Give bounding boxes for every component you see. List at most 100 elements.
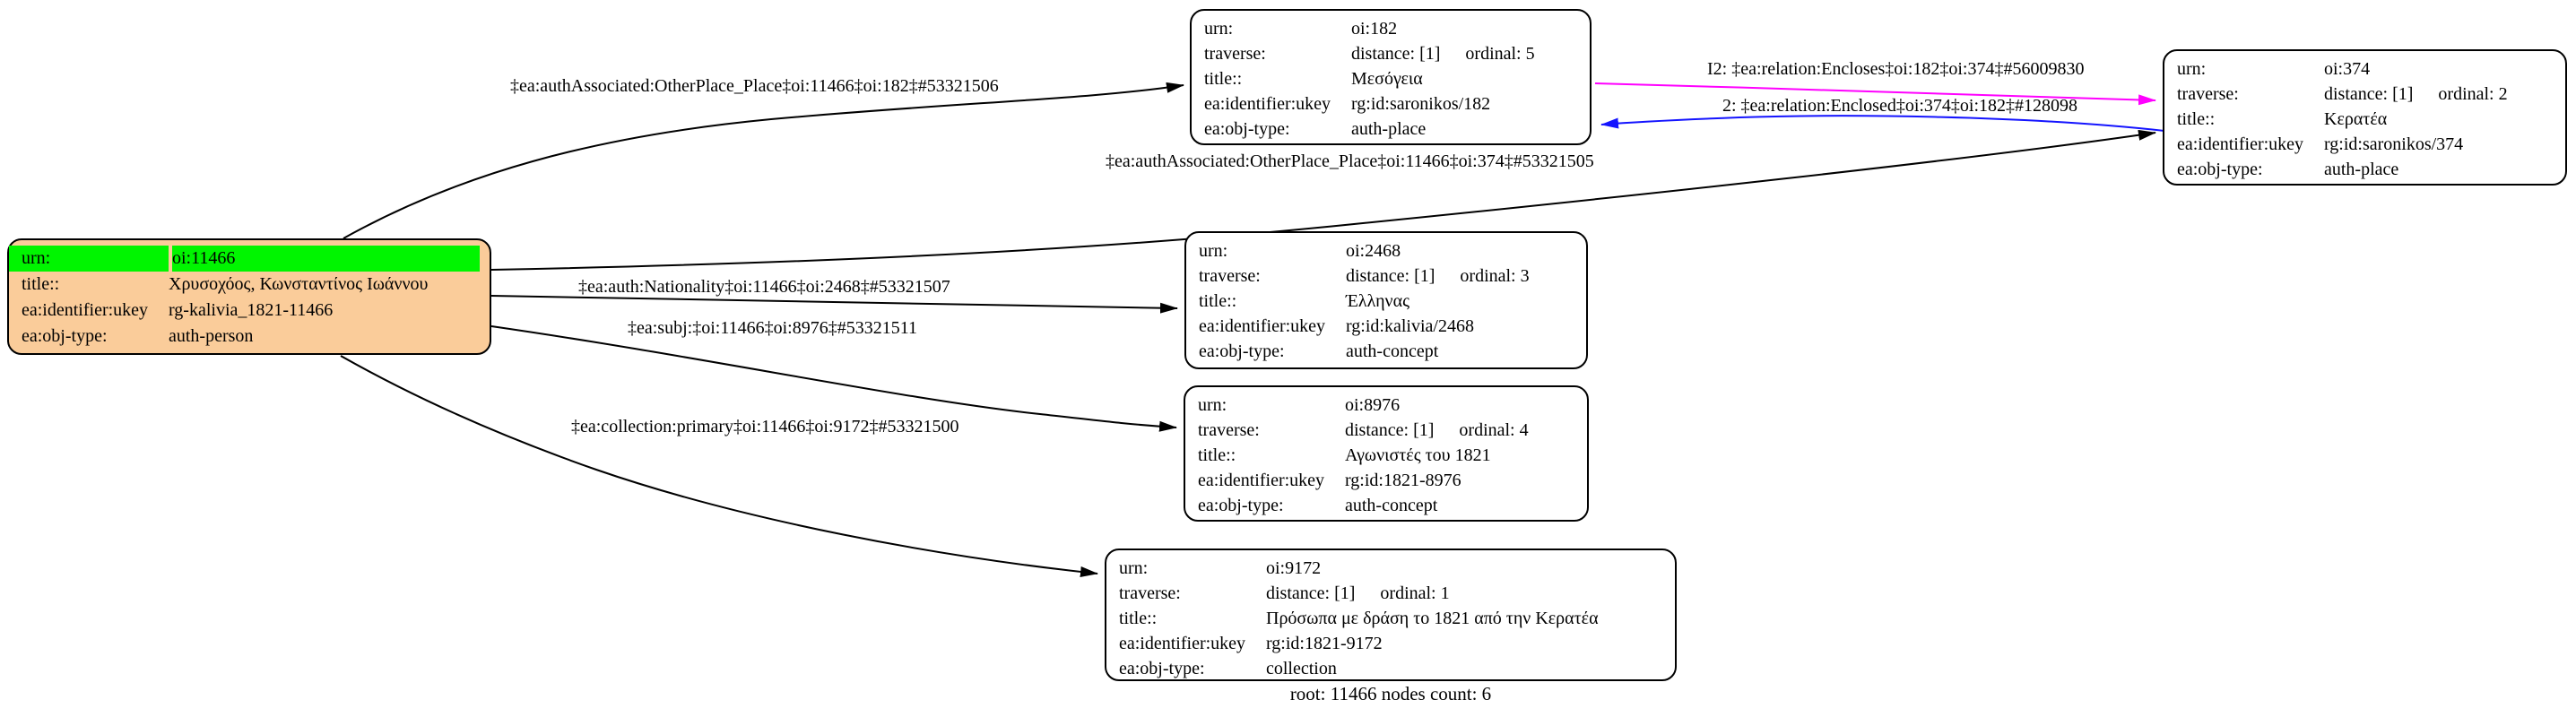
row-value: Αγωνιστές του 1821 [1345, 445, 1491, 465]
node-row: ea:obj-type: collection [1106, 656, 1675, 681]
row-value: auth-concept [1346, 341, 1439, 361]
row-value: Κερατέα [2324, 109, 2388, 129]
row-value: Μεσόγεια [1351, 69, 1423, 89]
node-row: ea:obj-type: auth-concept [1186, 339, 1586, 364]
node-oi-8976[interactable]: urn: oi:8976 traverse: distance: [1] ord… [1184, 385, 1589, 522]
edge-label-collection: ‡ea:collection:primary‡oi:11466‡oi:9172‡… [571, 417, 959, 436]
row-value: oi:2468 [1346, 241, 1401, 261]
node-row: urn: oi:374 [2164, 56, 2565, 82]
row-key: ea:obj-type: [1198, 496, 1284, 515]
row-value: distance: [1] [1346, 266, 1435, 286]
row-key: title:: [1119, 609, 1158, 628]
node-row: urn: oi:182 [1192, 16, 1590, 41]
row-value: auth-place [2324, 160, 2399, 179]
row-value: distance: [1] [1266, 583, 1356, 603]
edge-nationality [490, 295, 1178, 314]
node-row: ea:identifier:ukey rg:id:1821-8976 [1185, 468, 1587, 493]
row-value: oi:11466 [172, 246, 480, 272]
row-key: ea:obj-type: [2177, 160, 2263, 179]
row-value: rg:id:saronikos/182 [1351, 94, 1491, 114]
node-row: urn: oi:9172 [1106, 556, 1675, 581]
edge-label-enclosed: 2: ‡ea:relation:Enclosed‡oi:374‡oi:182‡#… [1722, 96, 2078, 116]
row-value: oi:374 [2324, 59, 2371, 79]
row-value: distance: [1] [2324, 84, 2414, 104]
edge-label-subj: ‡ea:subj:‡oi:11466‡oi:8976‡#53321511 [628, 318, 917, 338]
row-key: urn: [2177, 59, 2207, 79]
row-value: rg:id:1821-9172 [1266, 634, 1383, 653]
node-row: title:: Έλληνας [1186, 289, 1586, 314]
node-row: ea:identifier:ukey rg:id:1821-9172 [1106, 631, 1675, 656]
row-key: ea:identifier:ukey [1204, 94, 1331, 114]
row-key: ea:identifier:ukey [1199, 316, 1326, 336]
row-key: traverse: [1199, 266, 1261, 286]
row-value-ordinal: ordinal: 2 [2438, 84, 2508, 104]
edge-encloses [1594, 82, 2156, 106]
node-row: ea:obj-type: auth-place [1192, 117, 1590, 142]
row-key: title:: [1198, 445, 1236, 465]
node-row: urn: oi:8976 [1185, 393, 1587, 418]
node-oi-2468[interactable]: urn: oi:2468 traverse: distance: [1] ord… [1184, 231, 1588, 369]
node-row: ea:identifier:ukey rg:id:saronikos/182 [1192, 91, 1590, 117]
node-row: ea:obj-type: auth-place [2164, 157, 2565, 182]
edge-enclosed [1600, 115, 2165, 132]
node-row: traverse: distance: [1] ordinal: 5 [1192, 41, 1590, 66]
edge-assoc-182 [343, 82, 1184, 239]
row-value-ordinal: ordinal: 1 [1380, 583, 1450, 603]
row-key: title:: [1199, 291, 1237, 311]
row-key: title:: [1204, 69, 1243, 89]
edge-label-encloses: I2: ‡ea:relation:Encloses‡oi:182‡oi:374‡… [1707, 59, 2085, 79]
row-value-ordinal: ordinal: 5 [1465, 44, 1535, 64]
row-value: Έλληνας [1346, 291, 1409, 311]
node-row: ea:identifier:ukey rg:id:saronikos/374 [2164, 132, 2565, 157]
row-value: oi:182 [1351, 19, 1398, 39]
node-row: title:: Αγωνιστές του 1821 [1185, 443, 1587, 468]
row-key: ea:obj-type: [1204, 119, 1290, 139]
graph-caption: root: 11466 nodes count: 6 [1289, 683, 1492, 704]
node-oi-11466[interactable]: urn: oi:11466 title:: Χρυσοχόος, Κωνσταν… [7, 238, 491, 355]
row-value: auth-person [169, 326, 254, 346]
row-value: distance: [1] [1351, 44, 1441, 64]
node-row: urn: oi:2468 [1186, 238, 1586, 263]
row-value: rg-kalivia_1821-11466 [169, 300, 334, 320]
edge-label-nationality: ‡ea:auth:Nationality‡oi:11466‡oi:2468‡#5… [578, 277, 950, 297]
node-row: traverse: distance: [1] ordinal: 2 [2164, 82, 2565, 107]
node-row: traverse: distance: [1] ordinal: 1 [1106, 581, 1675, 606]
row-value: oi:8976 [1345, 395, 1401, 415]
row-key: traverse: [1204, 44, 1266, 64]
node-row: traverse: distance: [1] ordinal: 3 [1186, 263, 1586, 289]
edge-subj [490, 325, 1177, 432]
row-key: urn: [1204, 19, 1234, 39]
node-row: ea:obj-type: auth-concept [1185, 493, 1587, 518]
node-row: urn: oi:11466 [9, 246, 490, 272]
row-key: ea:obj-type: [1119, 659, 1205, 678]
row-value: rg:id:saronikos/374 [2324, 134, 2464, 154]
node-row: title:: Πρόσωπα με δράση το 1821 από την… [1106, 606, 1675, 631]
node-row: title:: Κερατέα [2164, 107, 2565, 132]
row-key: traverse: [2177, 84, 2239, 104]
row-value-ordinal: ordinal: 3 [1460, 266, 1530, 286]
row-key: urn: [9, 246, 169, 272]
node-row: traverse: distance: [1] ordinal: 4 [1185, 418, 1587, 443]
node-oi-182[interactable]: urn: oi:182 traverse: distance: [1] ordi… [1190, 9, 1592, 145]
row-value: oi:9172 [1266, 558, 1322, 578]
node-oi-374[interactable]: urn: oi:374 traverse: distance: [1] ordi… [2163, 49, 2567, 186]
node-oi-9172[interactable]: urn: oi:9172 traverse: distance: [1] ord… [1105, 549, 1677, 681]
row-value-ordinal: ordinal: 4 [1459, 420, 1529, 440]
row-value: distance: [1] [1345, 420, 1435, 440]
node-row: ea:identifier:ukey rg-kalivia_1821-11466 [9, 298, 490, 324]
row-key: urn: [1119, 558, 1149, 578]
node-row: title:: Χρυσοχόος, Κωνσταντίνος Ιωάννου [9, 272, 490, 298]
row-key: urn: [1198, 395, 1227, 415]
edge-label-assoc-182: ‡ea:authAssociated:OtherPlace_Place‡oi:1… [510, 76, 999, 96]
row-key: ea:obj-type: [1199, 341, 1285, 361]
edge-label-assoc-374: ‡ea:authAssociated:OtherPlace_Place‡oi:1… [1106, 151, 1594, 171]
edge-assoc-374 [490, 129, 2156, 271]
row-value: auth-place [1351, 119, 1427, 139]
row-key: traverse: [1119, 583, 1181, 603]
row-value: Πρόσωπα με δράση το 1821 από την Κερατέα [1266, 609, 1599, 628]
node-row: ea:identifier:ukey rg:id:kalivia/2468 [1186, 314, 1586, 339]
row-key: traverse: [1198, 420, 1260, 440]
row-value: auth-concept [1345, 496, 1438, 515]
row-key: ea:identifier:ukey [1198, 471, 1325, 490]
